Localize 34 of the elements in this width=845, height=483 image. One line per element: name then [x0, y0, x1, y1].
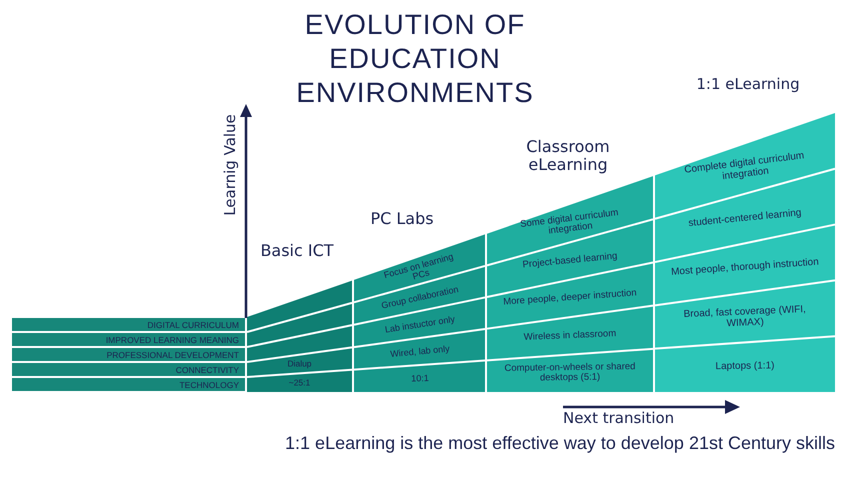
caption: 1:1 eLearning is the most effective way to develop 21st Century skills: [284, 432, 835, 454]
cell-text: Complete digital curriculum integration: [669, 149, 821, 188]
row-header-bar: [12, 363, 245, 376]
cell-text: Laptops (1:1): [670, 360, 820, 374]
column-heading: Classroom eLearning: [525, 138, 611, 175]
cell-text: Lab instuctor only: [374, 312, 465, 336]
cell-text: 10:1: [374, 372, 465, 385]
cell-text: More people, deeper instruction: [500, 288, 640, 308]
row-header-bar: [12, 333, 245, 346]
row-header-bar: [12, 348, 245, 361]
row-header-bar: [12, 378, 245, 391]
row-header-text: IMPROVED LEARNING MEANING: [106, 334, 239, 344]
row-header-text: TECHNOLOGY: [179, 380, 239, 390]
axis-label: Learnig Value: [221, 114, 239, 216]
cell-text: Dialup: [264, 360, 334, 368]
column-heading: Basic ICT: [259, 242, 335, 260]
cell-text: Wired, lab only: [374, 342, 465, 360]
row-header-text: PROFESSIONAL DEVELOPMENT: [106, 350, 239, 360]
cell-text: Project-based learning: [500, 249, 640, 273]
cell-text: Most people, thorough instruction: [670, 258, 820, 278]
row-header-bar: [12, 318, 245, 331]
cell-text: Computer-on-wheels or shared desktops (5:1): [500, 362, 640, 384]
cell-text: Group collaboration: [374, 283, 464, 312]
direction-label: Next transition: [563, 410, 674, 428]
cell-text: Wireless in classroom: [500, 328, 640, 344]
column-heading: PC Labs: [369, 210, 435, 228]
cell-text: Broad, fast coverage (WIFI, WIMAX): [670, 304, 820, 332]
cell-text: ~25:1: [264, 378, 334, 388]
diagram-title: EVOLUTION OF EDUCATION ENVIRONMENTS: [295, 8, 535, 110]
cell-text: student-centered learning: [670, 206, 820, 231]
row-header-text: CONNECTIVITY: [176, 364, 239, 374]
column-heading: 1:1 eLearning: [695, 76, 801, 94]
cell-text: Some digital curriculum integration: [499, 205, 641, 242]
row-header-text: DIGITAL CURRICULUM: [147, 320, 239, 330]
